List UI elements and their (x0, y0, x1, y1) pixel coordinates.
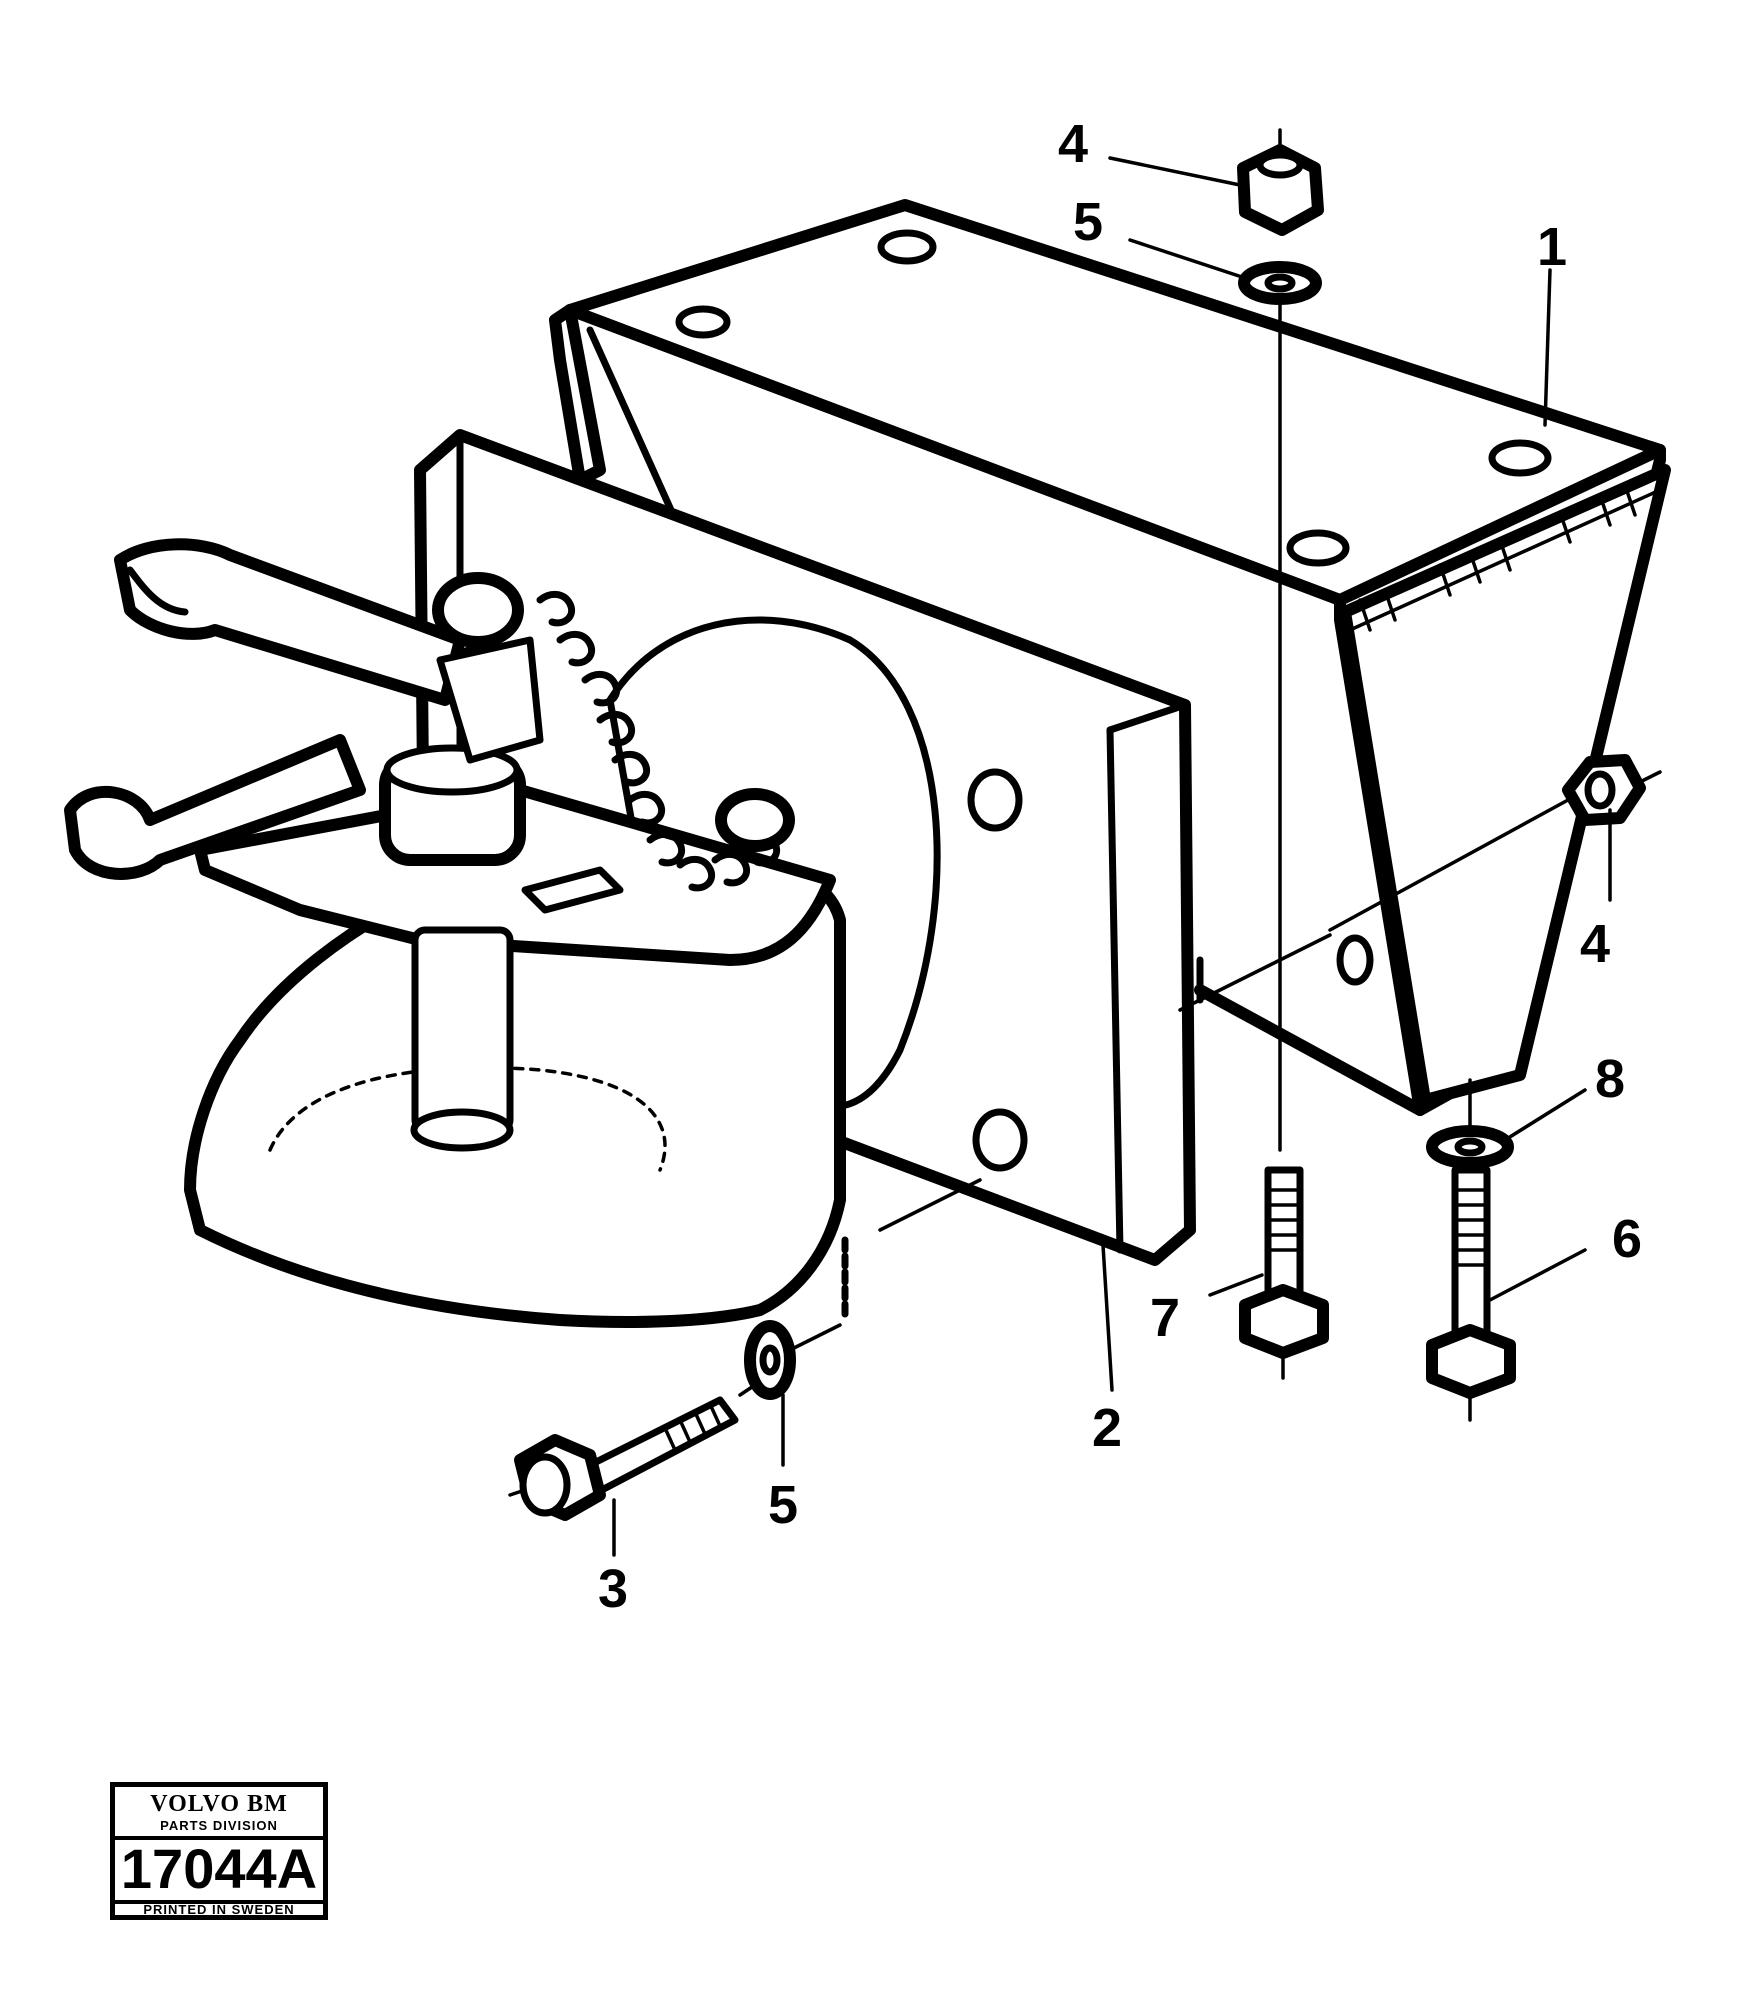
part-4-nut-top (1237, 128, 1324, 236)
part-5-washer-top (1238, 261, 1322, 1152)
tow-hitch-assembly (64, 538, 941, 1328)
part-6-bolt (1426, 1166, 1516, 1422)
parts-division-stamp: VOLVO BM PARTS DIVISION 17044A PRINTED I… (110, 1782, 328, 1920)
part-5-washer-bottom (744, 1178, 982, 1400)
callout-3: 3 (598, 1559, 628, 1619)
part-1-bracket (549, 199, 1671, 1116)
callout-4-top: 4 (1058, 114, 1088, 174)
stamp-divider-top (115, 1836, 323, 1840)
callout-4-right: 4 (1580, 914, 1610, 974)
callout-5-top: 5 (1073, 192, 1103, 252)
stamp-drawing-code: 17044A (120, 1837, 318, 1900)
callout-labels: 4 5 1 4 8 6 7 2 5 3 (598, 114, 1642, 1619)
stamp-printed: PRINTED IN SWEDEN (143, 1902, 295, 1917)
stamp-division: PARTS DIVISION (160, 1818, 278, 1833)
callout-8: 8 (1595, 1049, 1625, 1109)
part-7-bolt (1239, 1166, 1329, 1380)
stamp-divider-bottom (115, 1900, 323, 1904)
part-3-bolt (508, 1383, 757, 1521)
callout-6: 6 (1612, 1209, 1642, 1269)
callout-7: 7 (1150, 1288, 1180, 1348)
leader-lines (612, 156, 1612, 1557)
callout-5-bottom: 5 (768, 1475, 798, 1535)
part-4-nut-right (1178, 754, 1662, 1012)
callout-1: 1 (1537, 217, 1567, 277)
part-8-washer (1426, 1078, 1514, 1169)
callout-2: 2 (1092, 1398, 1122, 1458)
stamp-brand: VOLVO BM (150, 1791, 288, 1817)
